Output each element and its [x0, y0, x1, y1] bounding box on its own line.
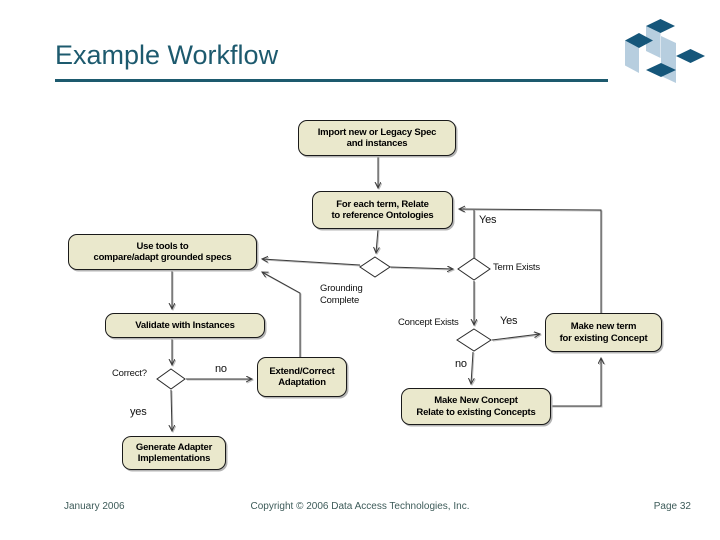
- node-use-tools: Use tools to compare/adapt grounded spec…: [68, 234, 257, 270]
- edge-grounding-to-term: [389, 267, 453, 269]
- node-label-line: Import new or Legacy Spec: [317, 126, 437, 138]
- footer-page-number: Page 32: [653, 501, 691, 512]
- node-label-line: Make new term: [570, 321, 637, 333]
- node-validate: Validate with Instances: [105, 313, 265, 338]
- edge-extend-to-usetools: [262, 272, 301, 357]
- edge-makeconcept-to-maketerm: [551, 358, 601, 407]
- node-import-spec: Import new or Legacy Spec and instances: [298, 120, 456, 156]
- edge-relate-to-grounding: [376, 228, 378, 253]
- node-label-line: Generate Adapter: [135, 441, 213, 453]
- node-label-line: Validate with Instances: [135, 319, 235, 331]
- company-cubes-logo: [625, 19, 705, 83]
- node-label-line: Implementations: [137, 453, 211, 464]
- page-title: Example Workflow: [55, 40, 279, 70]
- decision-correct-diamond: [156, 368, 186, 390]
- node-label-line: Extend/Correct: [269, 365, 335, 377]
- title-underline: [55, 79, 608, 82]
- edge-label-concept-yes: Yes: [500, 315, 518, 327]
- node-label-line: Use tools to: [136, 240, 189, 252]
- edge-label-term-yes: Yes: [479, 214, 497, 226]
- edge-label-concept-no: no: [455, 358, 467, 370]
- label-grounding-complete: Grounding Complete: [320, 283, 363, 306]
- logo-dark-faces: [625, 19, 705, 77]
- label-correct: Correct?: [112, 368, 147, 379]
- edge-grounding-to-usetools: [262, 259, 361, 266]
- node-label-line: for existing Concept: [559, 332, 648, 344]
- edge-concept-yes: [491, 334, 540, 341]
- edge-correct-yes: [171, 389, 172, 431]
- edge-concept-no: [471, 351, 473, 384]
- footer-copyright: Copyright © 2006 Data Access Technologie…: [250, 501, 470, 512]
- node-make-concept: Make New Concept Relate to existing Conc…: [401, 388, 551, 425]
- node-label-line: Make New Concept: [434, 395, 518, 407]
- node-label-line: For each term, Relate: [336, 198, 429, 210]
- footer-date: January 2006: [64, 501, 125, 512]
- decision-grounding-diamond: [359, 256, 391, 278]
- node-generate-adapter: Generate Adapter Implementations: [122, 436, 226, 470]
- node-label-line: compare/adapt grounded specs: [93, 252, 232, 263]
- label-concept-exists: Concept Exists: [398, 317, 459, 328]
- edge-label-correct-no: no: [215, 363, 227, 375]
- node-label-line: Adaptation: [278, 377, 326, 388]
- node-label-line: Relate to existing Concepts: [416, 406, 536, 418]
- node-extend-correct: Extend/Correct Adaptation: [257, 357, 347, 397]
- node-label-line: to reference Ontologies: [331, 210, 434, 221]
- node-make-term: Make new term for existing Concept: [545, 313, 662, 352]
- node-label-line: and instances: [346, 138, 408, 149]
- label-term-exists: Term Exists: [493, 262, 540, 273]
- logo-light-faces: [625, 26, 676, 83]
- edge-label-correct-yes: yes: [130, 406, 147, 418]
- decision-term-exists-diamond: [457, 257, 491, 281]
- node-relate-terms: For each term, Relate to reference Ontol…: [312, 191, 453, 229]
- decision-concept-exists-diamond: [456, 328, 492, 352]
